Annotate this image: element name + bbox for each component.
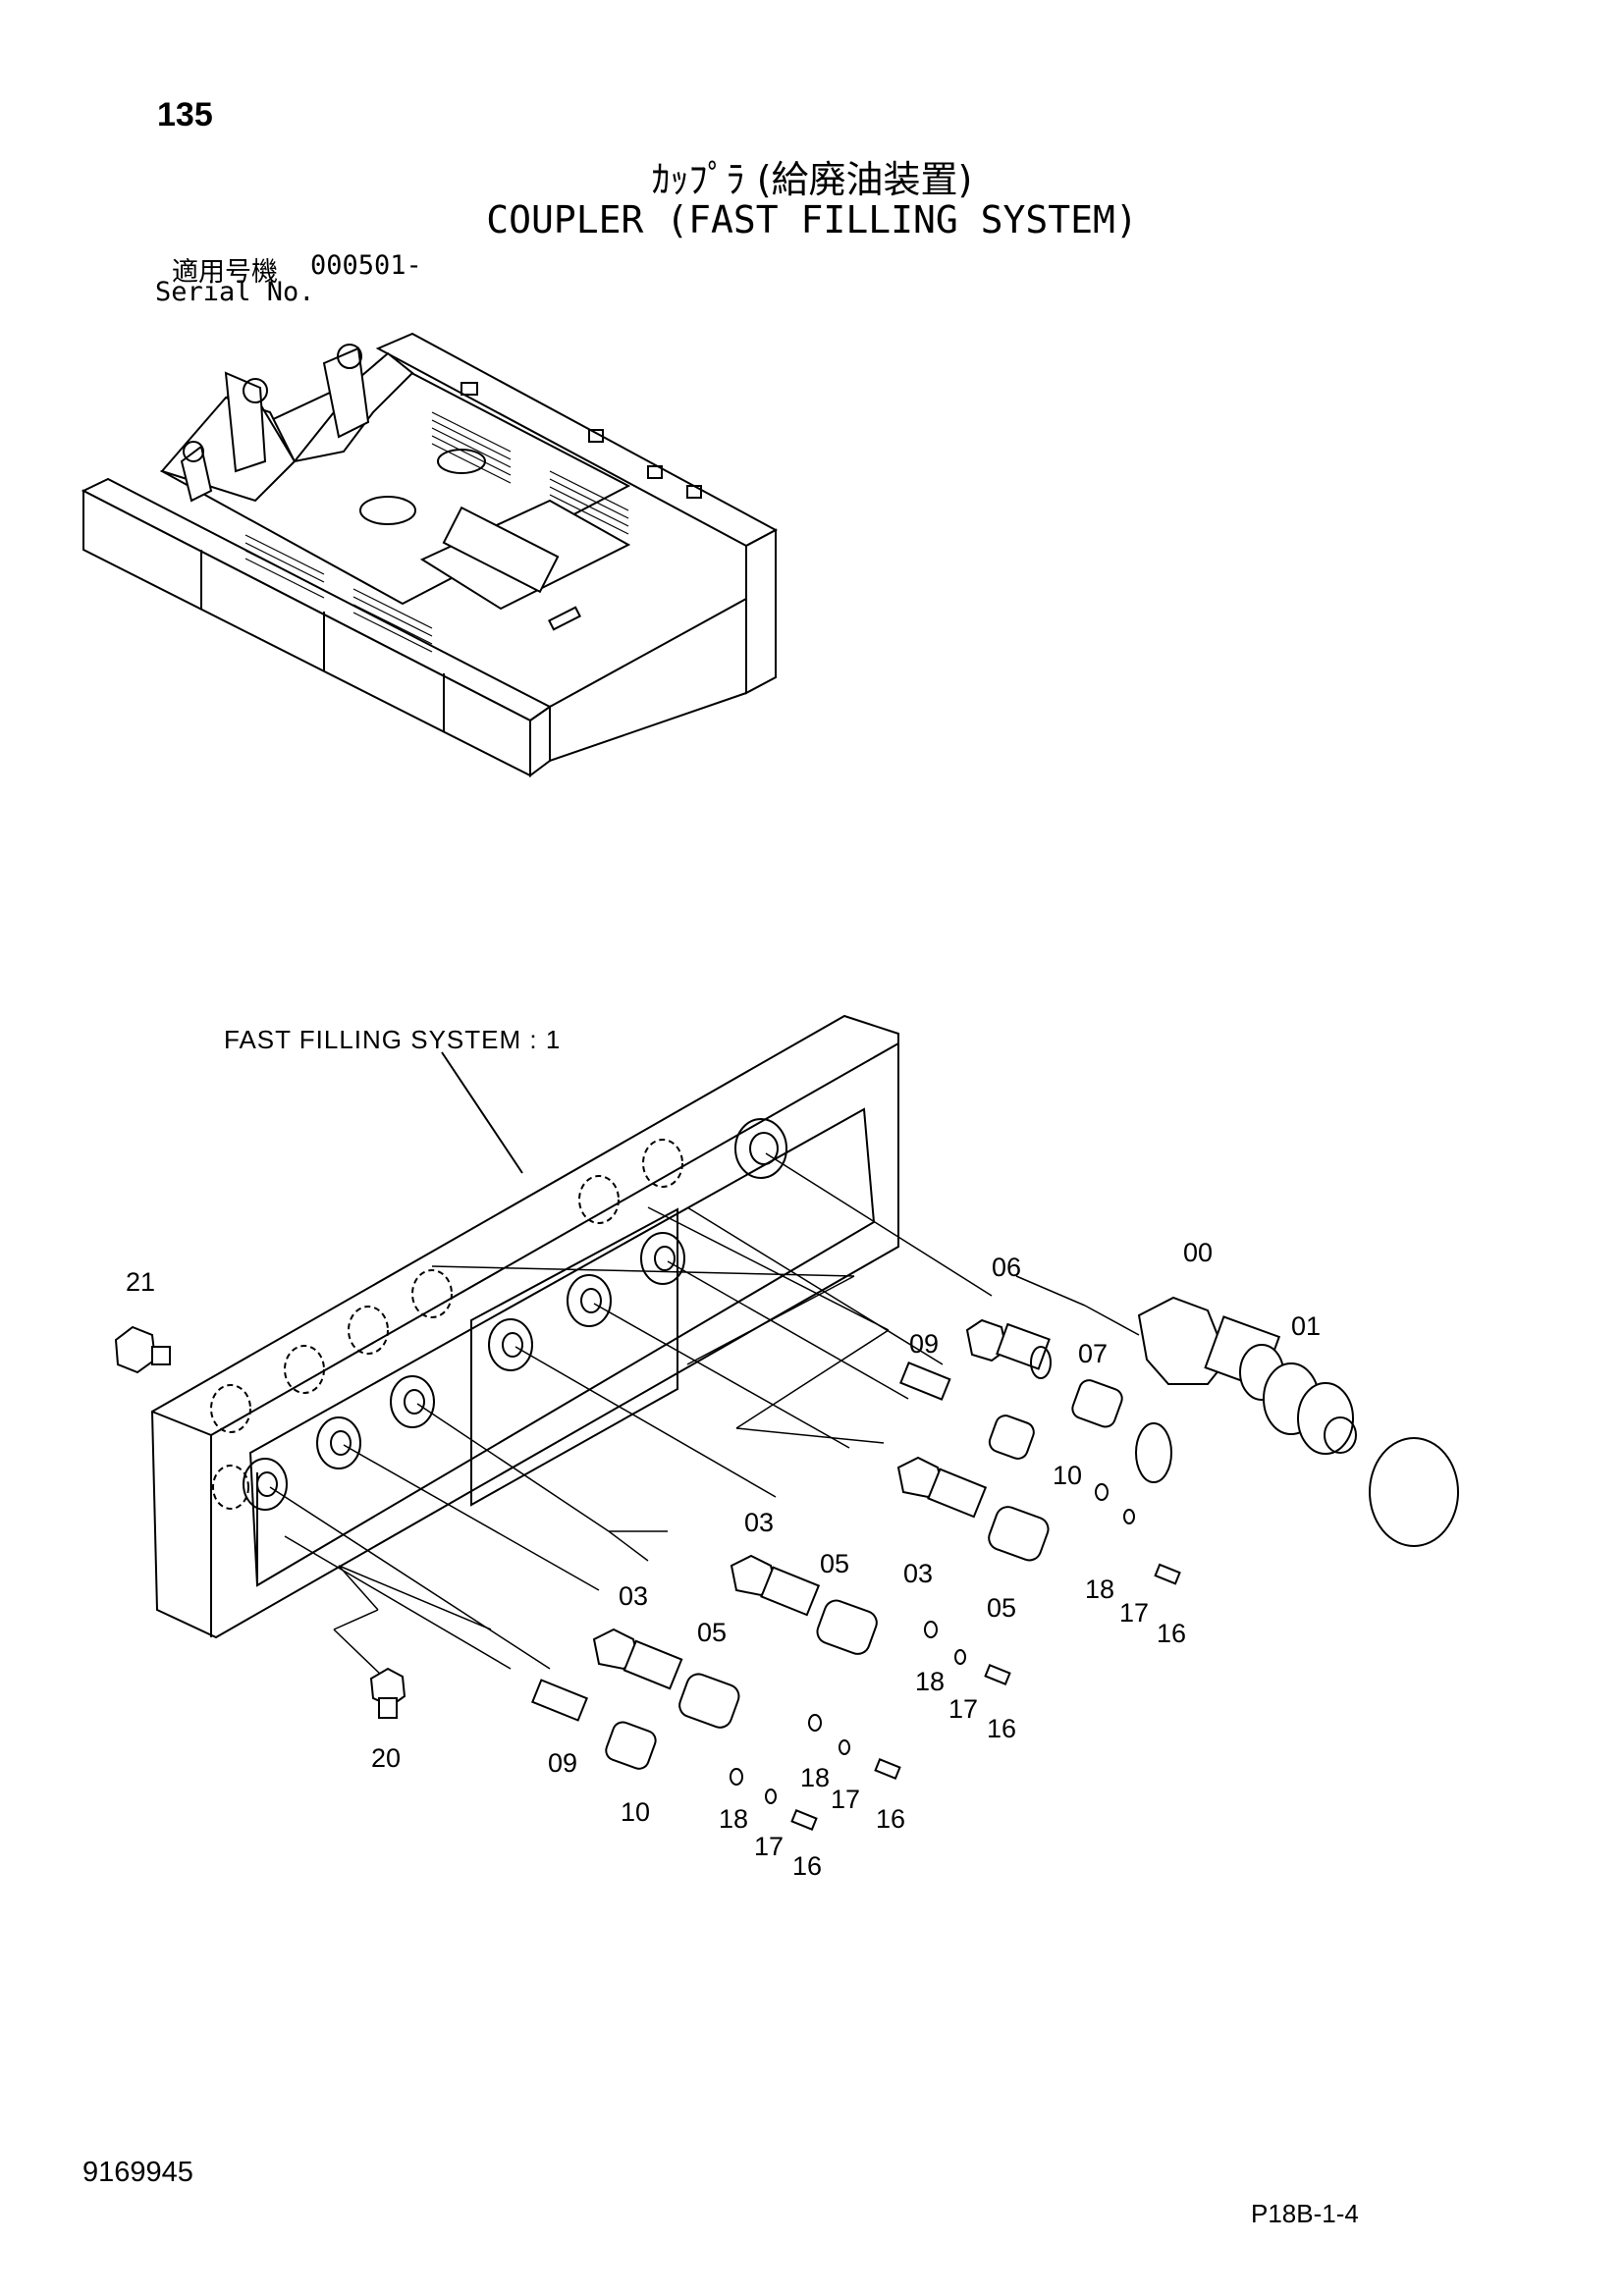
callout-label: 18 — [915, 1667, 945, 1696]
assembly-label: FAST FILLING SYSTEM : 1 — [224, 1025, 562, 1054]
title-english: COUPLER (FAST FILLING SYSTEM) — [486, 198, 1138, 241]
callout-label: 09 — [909, 1329, 939, 1359]
callout-label: 16 — [876, 1804, 905, 1834]
callout-label: 03 — [903, 1559, 933, 1588]
callout-label: 16 — [987, 1714, 1016, 1743]
callout-label: 18 — [719, 1804, 748, 1834]
callout-label: 03 — [619, 1581, 648, 1611]
callout-label: 00 — [1183, 1238, 1213, 1267]
callout-label: 09 — [548, 1748, 577, 1778]
callout-label: 16 — [792, 1851, 822, 1881]
callout-label: 18 — [800, 1763, 830, 1792]
callout-label: 17 — [754, 1832, 784, 1861]
callout-label: 16 — [1157, 1619, 1186, 1648]
callout-label: 17 — [948, 1694, 978, 1724]
callout-label: 03 — [744, 1508, 774, 1537]
callout-label: 01 — [1291, 1311, 1321, 1341]
callout-label: 10 — [621, 1797, 650, 1827]
callout-label: 05 — [697, 1618, 727, 1647]
callout-label: 17 — [1119, 1598, 1149, 1628]
serial-number-value: 000501- — [310, 250, 422, 281]
callout-label: 05 — [820, 1549, 849, 1578]
serial-label-english: Serial No. — [155, 277, 315, 307]
page-number: 135 — [157, 96, 213, 133]
document-number: 9169945 — [82, 2157, 193, 2188]
callout-label: 20 — [371, 1743, 401, 1773]
title-japanese: ｶｯﾌﾟﾗ (給廃油装置) — [651, 158, 973, 201]
callout-label: 21 — [126, 1267, 155, 1297]
callout-label: 17 — [831, 1785, 860, 1814]
callout-label: 10 — [1053, 1461, 1082, 1490]
callout-label: 07 — [1078, 1339, 1108, 1368]
serial-label-japanese: 適用号機 — [172, 257, 278, 288]
callout-label: 06 — [992, 1253, 1021, 1282]
callout-label: 18 — [1085, 1575, 1114, 1604]
callout-label: 05 — [987, 1593, 1016, 1623]
figure-reference: P18B-1-4 — [1251, 2199, 1359, 2228]
